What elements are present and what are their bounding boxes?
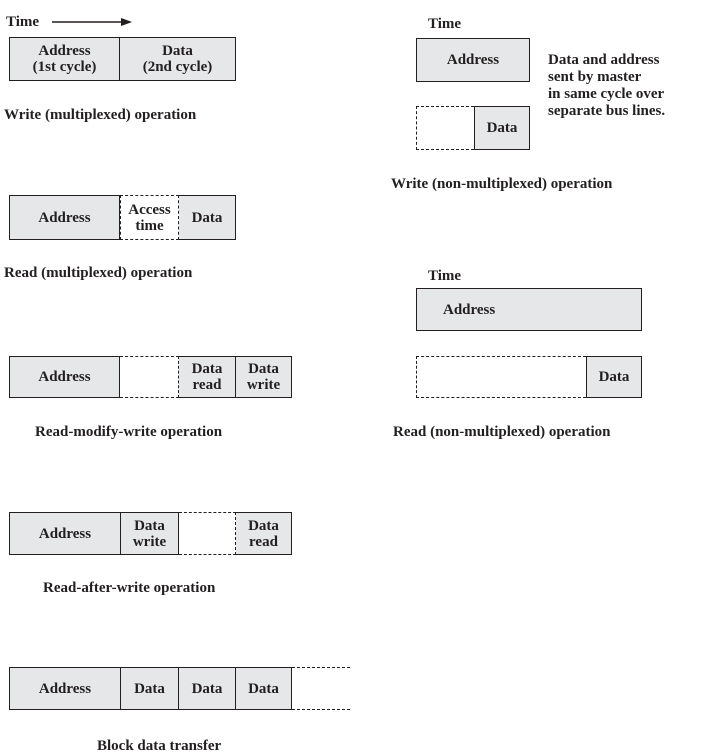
- rmw-address-box: Address: [9, 356, 120, 398]
- cycle-line: (2nd cycle): [142, 59, 213, 75]
- read-nonmux-address-box: Address: [416, 288, 642, 331]
- data-line: Data: [134, 517, 165, 534]
- address-line: Address: [38, 43, 91, 59]
- note-line: sent by master: [548, 69, 642, 85]
- write-mux-data-box: Data(2nd cycle): [120, 37, 236, 81]
- write-line: write: [132, 533, 167, 550]
- write-nonmux-data-box: Data: [474, 106, 530, 150]
- time-label: Time: [428, 268, 462, 284]
- raw-address-box: Address: [9, 512, 121, 555]
- raw-caption: Read-after-write operation: [43, 580, 216, 596]
- read-nonmux-data-box: Data: [586, 356, 642, 398]
- raw-gap: [179, 512, 236, 555]
- rmw-gap: [120, 356, 179, 398]
- time-arrow-icon: [52, 18, 132, 26]
- time-label: Time: [428, 16, 462, 32]
- write-line: write: [246, 377, 281, 393]
- note-line: in same cycle over: [548, 86, 665, 102]
- read-mux-caption: Read (multiplexed) operation: [4, 265, 193, 281]
- block-address-box: Address: [9, 667, 121, 710]
- rmw-caption: Read-modify-write operation: [35, 424, 223, 440]
- block-data-box: Data: [236, 667, 292, 710]
- block-caption: Block data transfer: [97, 738, 222, 754]
- access-line: Access: [128, 201, 171, 218]
- time-label: Time: [6, 14, 40, 30]
- note-line: separate bus lines.: [548, 103, 666, 119]
- read-line: read: [249, 533, 278, 550]
- write-nonmux-gap: [416, 106, 474, 150]
- write-mux-address-box: Address(1st cycle): [9, 37, 120, 81]
- note-line: Data and address: [548, 52, 660, 68]
- read-line: read: [192, 377, 222, 393]
- read-nonmux-caption: Read (non-multiplexed) operation: [393, 424, 611, 440]
- time-line: time: [135, 217, 164, 234]
- cycle-line: (1st cycle): [32, 59, 97, 75]
- write-nonmux-address-box: Address: [416, 38, 530, 82]
- read-mux-address-box: Address: [9, 195, 120, 240]
- read-nonmux-gap: [416, 356, 586, 398]
- block-data-box: Data: [179, 667, 236, 710]
- data-line: Data: [248, 361, 279, 377]
- write-nonmux-note: Data and address sent by master in same …: [548, 52, 665, 120]
- data-line: Data: [248, 517, 279, 534]
- write-nonmux-caption: Write (non-multiplexed) operation: [391, 176, 613, 192]
- data-line: Data: [191, 361, 223, 377]
- block-continuation-gap: [292, 667, 350, 710]
- data-line: Data: [162, 43, 193, 59]
- block-data-box: Data: [121, 667, 179, 710]
- write-mux-caption: Write (multiplexed) operation: [4, 107, 197, 123]
- read-mux-data-box: Data: [179, 195, 236, 240]
